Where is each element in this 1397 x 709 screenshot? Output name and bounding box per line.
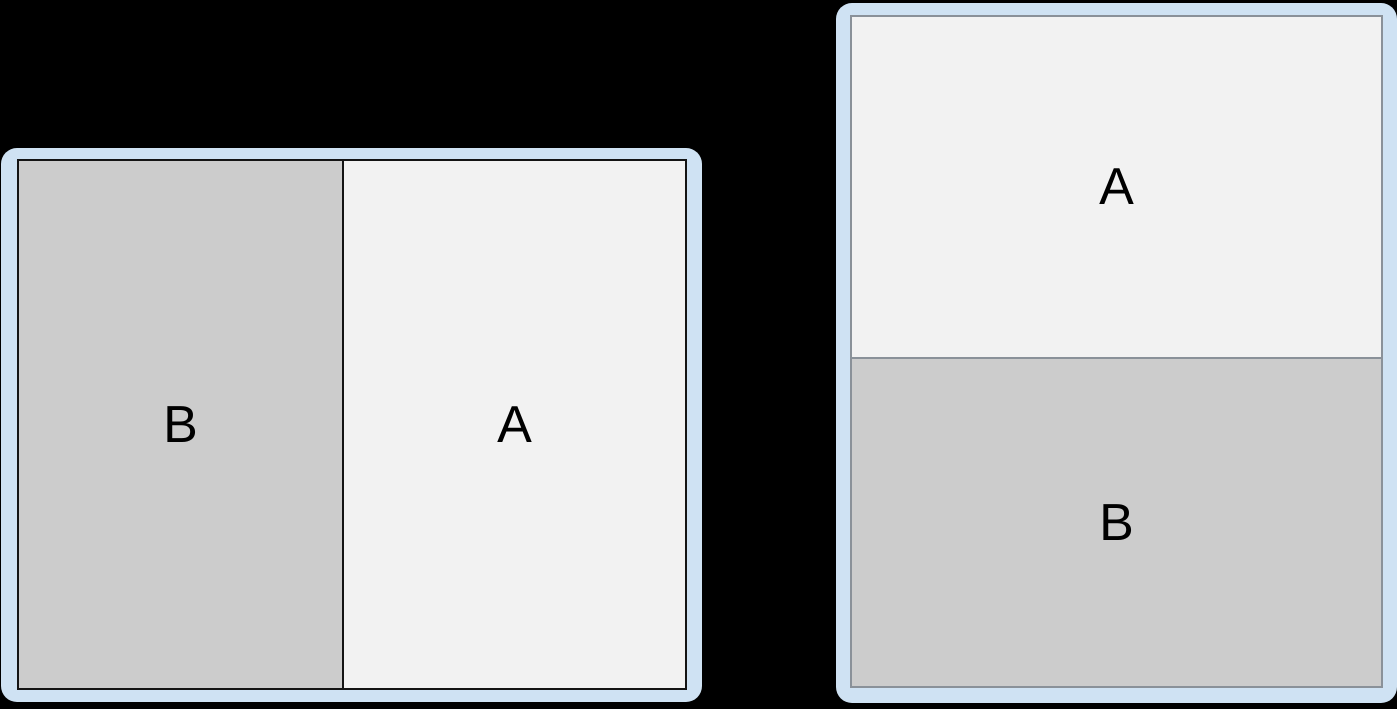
- landscape-pane-a: A: [344, 161, 685, 688]
- landscape-screen: B A: [17, 159, 687, 690]
- landscape-device-frame: B A: [1, 148, 702, 702]
- portrait-device-frame: A B: [836, 3, 1397, 703]
- pane-a-label: A: [497, 395, 532, 454]
- portrait-pane-a: A: [852, 17, 1381, 359]
- pane-b-label: B: [1099, 493, 1134, 552]
- landscape-pane-b: B: [19, 161, 344, 688]
- portrait-pane-b: B: [852, 359, 1381, 686]
- pane-b-label: B: [163, 395, 198, 454]
- portrait-screen: A B: [850, 15, 1383, 688]
- pane-a-label: A: [1099, 158, 1134, 216]
